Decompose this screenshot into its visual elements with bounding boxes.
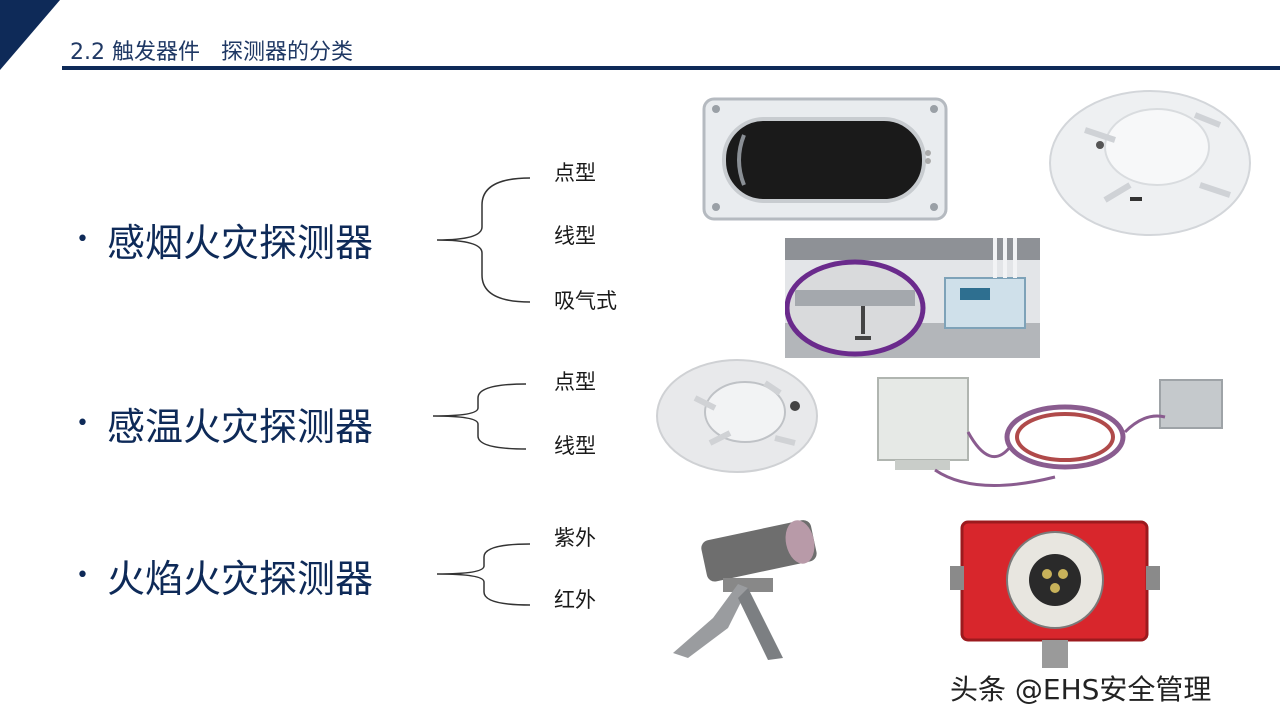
subtype-label: 红外 [554, 588, 596, 612]
category-smoke: • 感烟火灾探测器 [76, 212, 373, 267]
brace-icon [436, 177, 531, 303]
subtype-label: 点型 [554, 161, 596, 185]
category-flame: • 火焰火灾探测器 [76, 548, 373, 603]
header-triangle [0, 0, 60, 70]
bullet-icon: • [76, 227, 89, 252]
watermark: 头条 @EHS安全管理 [950, 673, 1212, 706]
aspirating-system-image [785, 238, 1040, 358]
subtype-label: 吸气式 [554, 289, 617, 313]
page-title: 2.2 触发器件 探测器的分类 [70, 40, 353, 65]
linear-heat-detector-image [877, 377, 1223, 488]
subtype-label: 点型 [554, 370, 596, 394]
category-label: 感温火灾探测器 [106, 405, 373, 449]
bullet-icon: • [76, 563, 89, 588]
subtype-label: 紫外 [554, 526, 596, 550]
header-divider [62, 66, 1280, 70]
ir-flame-detector-image [950, 520, 1160, 668]
subtype-label: 线型 [554, 434, 596, 458]
beam-smoke-detector-image [702, 97, 948, 221]
brace-icon [436, 543, 531, 606]
category-heat: • 感温火灾探测器 [76, 396, 373, 451]
uv-flame-detector-image [673, 520, 817, 660]
point-heat-detector-image [656, 359, 818, 473]
bullet-icon: • [76, 411, 89, 436]
subtype-label: 线型 [554, 224, 596, 248]
brace-icon [432, 383, 527, 450]
point-smoke-detector-image [1049, 90, 1251, 236]
category-label: 火焰火灾探测器 [106, 557, 373, 601]
category-label: 感烟火灾探测器 [106, 221, 373, 265]
